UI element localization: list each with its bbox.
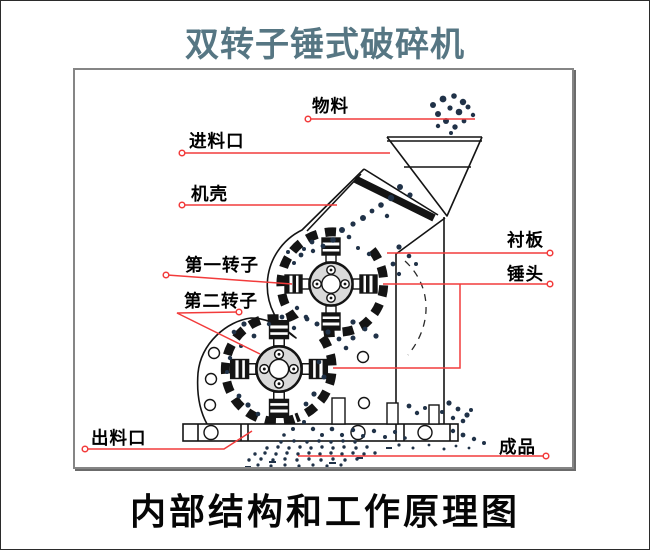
label-discharge-outlet: 出料口 <box>91 428 147 449</box>
second-rotor <box>231 321 328 418</box>
label-material: 物料 <box>312 96 349 117</box>
part-labels: 物料 进料口 机壳 第一转子 第二转子 衬板 锤头 出料口 成品 <box>91 96 544 458</box>
leader-lines <box>81 115 554 460</box>
hidden-line <box>404 260 427 356</box>
page-title: 双转子锤式破碎机 <box>185 25 465 65</box>
label-hammer-head: 锤头 <box>507 264 544 285</box>
label-first-rotor: 第一转子 <box>185 255 259 276</box>
crusher-diagram: 物料 进料口 机壳 第一转子 第二转子 衬板 锤头 出料口 成品 <box>81 93 554 467</box>
label-finished-product: 成品 <box>499 437 536 458</box>
label-feed-inlet: 进料口 <box>189 131 245 152</box>
base-frame <box>182 397 459 442</box>
leader-second-rotor <box>176 311 261 355</box>
leader-discharge-outlet <box>86 430 253 450</box>
label-casing: 机壳 <box>191 184 228 205</box>
material-particles <box>225 93 486 467</box>
diagram-box: 物料 进料口 机壳 第一转子 第二转子 衬板 锤头 出料口 成品 <box>73 68 574 469</box>
feed-hopper <box>386 136 483 217</box>
side-plate-bolt-holes <box>203 346 371 412</box>
liner-plate-bands <box>220 227 389 427</box>
leader-hammer-head <box>333 283 549 369</box>
diagram-caption: 内部结构和工作原理图 <box>129 492 520 533</box>
chute-liner <box>353 175 436 222</box>
label-liner-plate: 衬板 <box>507 230 544 251</box>
leader-first-rotor <box>166 274 293 285</box>
label-second-rotor: 第二转子 <box>184 291 258 312</box>
first-rotor <box>285 238 377 330</box>
